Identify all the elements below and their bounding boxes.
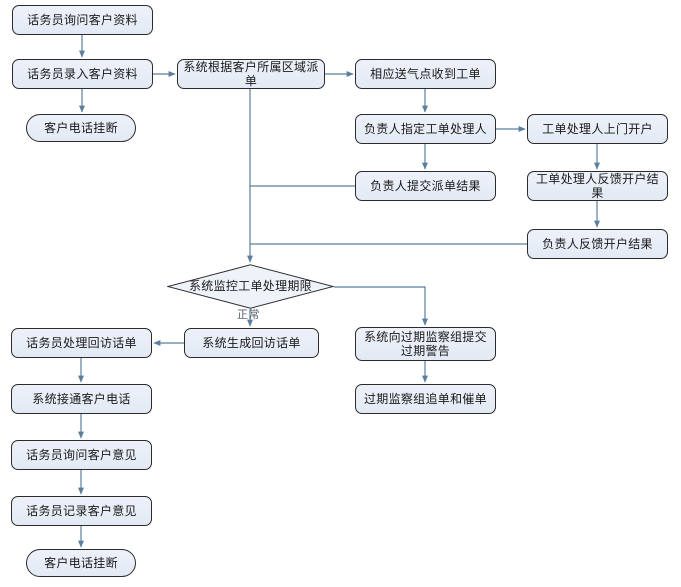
decision-label: 系统监控工单处理期限 bbox=[188, 279, 312, 294]
node-manager-assigns-handler[interactable]: 负责人指定工单处理人 bbox=[355, 114, 496, 144]
node-system-connect-customer-call[interactable]: 系统接通客户电话 bbox=[11, 384, 152, 414]
node-manager-feedback-open-result[interactable]: 负责人反馈开户结果 bbox=[527, 229, 668, 259]
decision-diamond-shape bbox=[167, 264, 334, 309]
node-operator-handle-callback-sheet[interactable]: 话务员处理回访话单 bbox=[11, 328, 152, 358]
node-handler-feedback-open-result[interactable]: 工单处理人反馈开户结果 bbox=[527, 171, 668, 201]
node-operator-ask-customer-opinion[interactable]: 话务员询问客户意见 bbox=[11, 440, 152, 470]
node-customer-hangup-top[interactable]: 客户电话挂断 bbox=[26, 114, 136, 142]
node-overdue-group-chase-order[interactable]: 过期监察组追单和催单 bbox=[355, 384, 496, 414]
node-decision-monitor-deadline[interactable]: 系统监控工单处理期限 bbox=[167, 264, 334, 309]
node-operator-record-customer-opinion[interactable]: 话务员记录客户意见 bbox=[11, 496, 152, 526]
node-operator-ask-customer-info[interactable]: 话务员询问客户资料 bbox=[12, 5, 153, 35]
node-operator-enter-customer-info[interactable]: 话务员录入客户资料 bbox=[12, 59, 153, 89]
edge-decision-n18 bbox=[334, 286, 428, 326]
node-manager-submit-dispatch-result[interactable]: 负责人提交派单结果 bbox=[355, 171, 496, 201]
node-handler-onsite-open-account[interactable]: 工单处理人上门开户 bbox=[527, 114, 668, 144]
node-system-submit-overdue-warning[interactable]: 系统向过期监察组提交过期警告 bbox=[355, 327, 496, 361]
node-system-dispatch-by-region[interactable]: 系统根据客户所属区域派单 bbox=[177, 59, 325, 89]
edge-label-normal: 正常 bbox=[237, 308, 260, 321]
node-customer-hangup-bottom[interactable]: 客户电话挂断 bbox=[26, 549, 136, 577]
node-gas-station-receives-order[interactable]: 相应送气点收到工单 bbox=[355, 59, 496, 89]
node-system-generate-callback-sheet[interactable]: 系统生成回访话单 bbox=[184, 328, 319, 358]
